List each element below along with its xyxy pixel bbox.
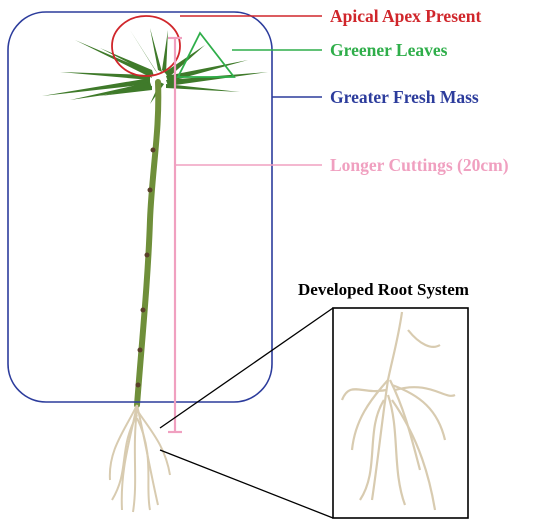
longer-cuttings-label: Longer Cuttings (20cm) <box>330 155 509 175</box>
cannabis-plant-cutting <box>42 28 268 513</box>
fresh-mass-frame <box>7 11 273 403</box>
greener-leaves-triangle <box>176 31 236 78</box>
greener-leaves-label: Greener Leaves <box>330 40 448 60</box>
zoom-line-top <box>159 307 334 429</box>
fresh-mass-label: Greater Fresh Mass <box>330 87 479 107</box>
length-bar <box>168 36 182 434</box>
stem-nodes <box>135 147 156 388</box>
plant-roots <box>108 404 171 513</box>
root-zoom-inset <box>159 307 469 519</box>
leaf-cluster <box>42 28 268 104</box>
apical-apex-circle <box>111 15 181 77</box>
plant-stem <box>134 79 162 408</box>
apical-apex-label: Apical Apex Present <box>330 6 482 26</box>
inset-root-image <box>340 311 456 511</box>
zoom-line-bottom <box>159 449 334 519</box>
root-system-label: Developed Root System <box>298 280 469 299</box>
